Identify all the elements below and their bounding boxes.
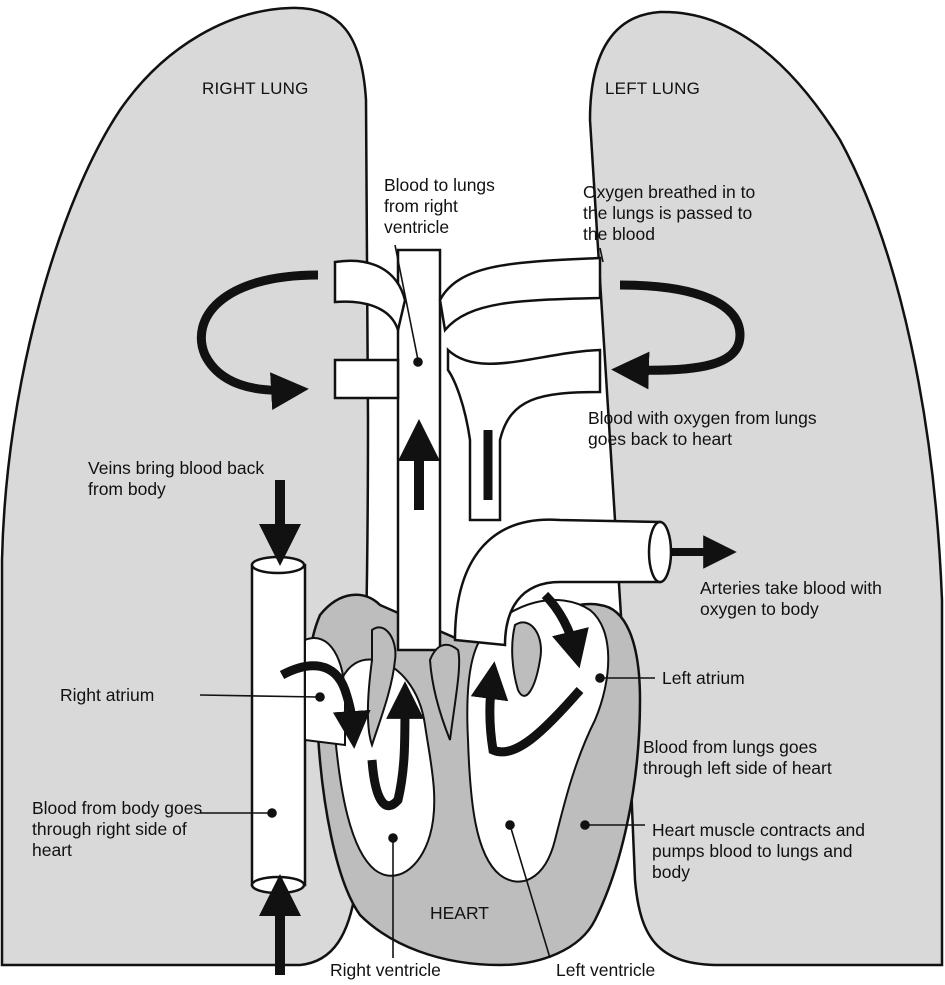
heart-label: HEART (430, 903, 489, 924)
vena-cava-top-opening (252, 557, 304, 573)
vena-cava-bottom-opening (252, 877, 304, 893)
blood-to-lungs-label: Blood to lungs from right ventricle (384, 175, 495, 238)
veins-bring-blood-label: Veins bring blood back from body (88, 458, 264, 500)
leader-blood-to-lungs-dot (414, 358, 422, 366)
vena-cava-shape (252, 565, 305, 885)
right-lung-label: RIGHT LUNG (202, 78, 309, 99)
left-ventricle-label: Left ventricle (556, 960, 655, 981)
oxygen-breathed-label: Oxygen breathed in to the lungs is passe… (583, 182, 755, 245)
pulmonary-branch-left-upper (440, 258, 600, 330)
leader-left-atrium-dot (596, 674, 604, 682)
blood-from-body-right-label: Blood from body goes through right side … (32, 798, 202, 861)
blood-with-oxygen-back-label: Blood with oxygen from lungs goes back t… (588, 408, 817, 450)
left-atrium-label: Left atrium (662, 668, 745, 689)
leader-left-ventricle-dot (506, 821, 514, 829)
right-ventricle-label: Right ventricle (330, 960, 441, 981)
heart-muscle-label: Heart muscle contracts and pumps blood t… (652, 820, 865, 883)
aorta-opening (649, 522, 671, 582)
leader-right-ventricle-dot (389, 834, 397, 842)
leader-heart-muscle-dot (581, 821, 589, 829)
blood-from-lungs-left-label: Blood from lungs goes through left side … (643, 737, 832, 779)
leader-right-atrium-dot (316, 693, 324, 701)
right-atrium-label: Right atrium (60, 685, 154, 706)
pulmonary-branch-lower (335, 360, 398, 398)
arteries-take-blood-label: Arteries take blood with oxygen to body (700, 578, 882, 620)
pulmonary-vein-shape (448, 350, 600, 520)
left-lung-label: LEFT LUNG (605, 78, 700, 99)
leader-blood-from-body-dot (268, 809, 276, 817)
